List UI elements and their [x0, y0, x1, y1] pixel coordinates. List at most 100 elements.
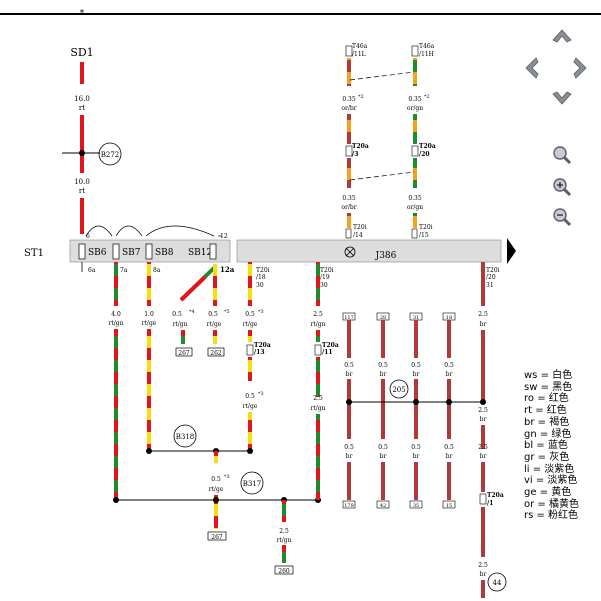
wire-label: 0.5	[378, 444, 388, 451]
wire-label: 0.5	[444, 444, 454, 451]
wire-br-a3	[347, 462, 351, 500]
wire-t20i19-4	[316, 414, 320, 500]
top-rule	[0, 13, 601, 15]
wire-label: 2.5	[478, 562, 488, 569]
wire-br-c1	[414, 320, 418, 358]
legend-item: ge = 黄色	[524, 487, 572, 499]
legend-item: or = 橘黄色	[524, 498, 579, 510]
nav-right-button[interactable]	[572, 56, 590, 80]
c205-circle	[389, 379, 409, 399]
junction-dot	[480, 399, 486, 405]
plug-symbol	[411, 228, 418, 239]
legend-item: br = 褐色	[524, 416, 570, 428]
wire-t20i18-4	[248, 412, 252, 452]
nav-down-button[interactable]	[551, 90, 573, 108]
connector-box-15	[442, 500, 456, 509]
b272-circle	[98, 142, 122, 166]
zoom-in-icon	[553, 178, 572, 197]
conn-label: /20	[486, 274, 496, 281]
wire-br-d3	[447, 462, 451, 500]
legend-item: li = 淡紫色	[524, 463, 575, 475]
color-legend: ws = 白色 sw = 黑色 ro = 红色 rt = 红色 br = 褐色 …	[524, 370, 579, 522]
wire-br-d1	[447, 320, 451, 358]
wire-label: rt/ge	[243, 403, 258, 410]
legend-item: gn = 绿色	[524, 428, 572, 440]
wire-label: 2.5	[478, 311, 488, 318]
connector-label: 35	[413, 503, 419, 509]
chevron-left-icon	[525, 57, 539, 79]
zoom-out-button[interactable]	[551, 206, 573, 228]
legend-item: ro = 红色	[524, 393, 569, 405]
junction-dot	[247, 448, 253, 454]
connector-box-42	[376, 500, 390, 509]
wire-orbr-2	[347, 114, 351, 144]
fuse-sb7	[112, 243, 120, 260]
wire-br-d2	[447, 379, 451, 439]
wire-br-b3	[381, 462, 385, 500]
conn-label: T20a	[254, 342, 271, 349]
chevron-up-icon	[552, 29, 572, 43]
wire-br-right-3	[481, 425, 485, 449]
j386-label: J386	[375, 251, 397, 261]
plug-symbol	[345, 228, 352, 239]
fuse-loop	[115, 225, 143, 237]
wire-label: br	[480, 416, 487, 423]
wire-sb7-rtgn	[114, 262, 118, 306]
wire-b318-down-2	[214, 495, 218, 529]
wire-label: 2.5	[478, 444, 488, 451]
plug-symbol	[246, 344, 254, 356]
star-mark: *	[80, 9, 85, 19]
connector-label: 42	[380, 503, 386, 509]
wire-label: rt/ge	[243, 321, 258, 328]
wire-label: 1.0	[144, 311, 154, 318]
wire-label: rt/ge	[207, 321, 222, 328]
wire-label: 2.5	[478, 407, 488, 414]
conn-label: T20i	[256, 267, 270, 274]
conn-label: T20a	[487, 492, 504, 499]
conn-label: 31	[486, 282, 494, 289]
wire-label: br	[480, 571, 487, 578]
zoom-in-button[interactable]	[551, 176, 573, 198]
conn-label: T20a	[322, 342, 339, 349]
wire-label: 0.35	[342, 96, 356, 103]
wire-label: 0.35	[342, 195, 356, 202]
connector-box-267	[175, 347, 193, 357]
sd1-label: SD1	[70, 46, 93, 59]
connector-box-262	[207, 347, 225, 357]
plug-symbol	[411, 45, 419, 57]
wire-label: 2.5	[279, 528, 289, 535]
conn-label: T46a	[419, 43, 435, 50]
wire-label: br	[446, 371, 453, 378]
nav-up-button[interactable]	[551, 26, 573, 44]
wire-orbr-4	[347, 213, 351, 228]
legend-item: rs = 粉红色	[524, 510, 579, 522]
wire-sd1-red	[80, 62, 84, 84]
b317-circle	[240, 471, 264, 495]
connector-box-35	[409, 500, 423, 509]
wire-orgn-3	[413, 158, 417, 188]
zoom-button[interactable]	[551, 144, 573, 166]
wire-t20i19-2	[316, 330, 320, 342]
conn-label: T20i	[419, 224, 433, 231]
wire-br-c3	[414, 462, 418, 500]
conn-label: /1	[487, 500, 493, 507]
conn-label: /20	[419, 151, 430, 158]
pin-label: 12	[220, 233, 228, 240]
wire-label: br	[413, 371, 420, 378]
wire-label: rt	[79, 104, 85, 112]
wire-label: br	[346, 371, 353, 378]
c44-circle	[487, 572, 507, 592]
sb6-label: SB6	[88, 248, 107, 258]
nav-left-button[interactable]	[522, 56, 540, 80]
pin-label: 8a	[153, 267, 161, 274]
wire-label: br	[413, 453, 420, 460]
connector-label: 117	[344, 315, 354, 321]
plug-symbol	[479, 493, 487, 505]
wire-orgn-2	[413, 114, 417, 144]
wire-t20i18-3	[248, 357, 252, 381]
wire-br-b1	[381, 320, 385, 358]
conn-label: /11L	[352, 51, 366, 58]
wire-label: *3	[258, 391, 264, 397]
wire-label: 0.5	[411, 362, 421, 369]
wire-br-right-6	[481, 580, 485, 598]
